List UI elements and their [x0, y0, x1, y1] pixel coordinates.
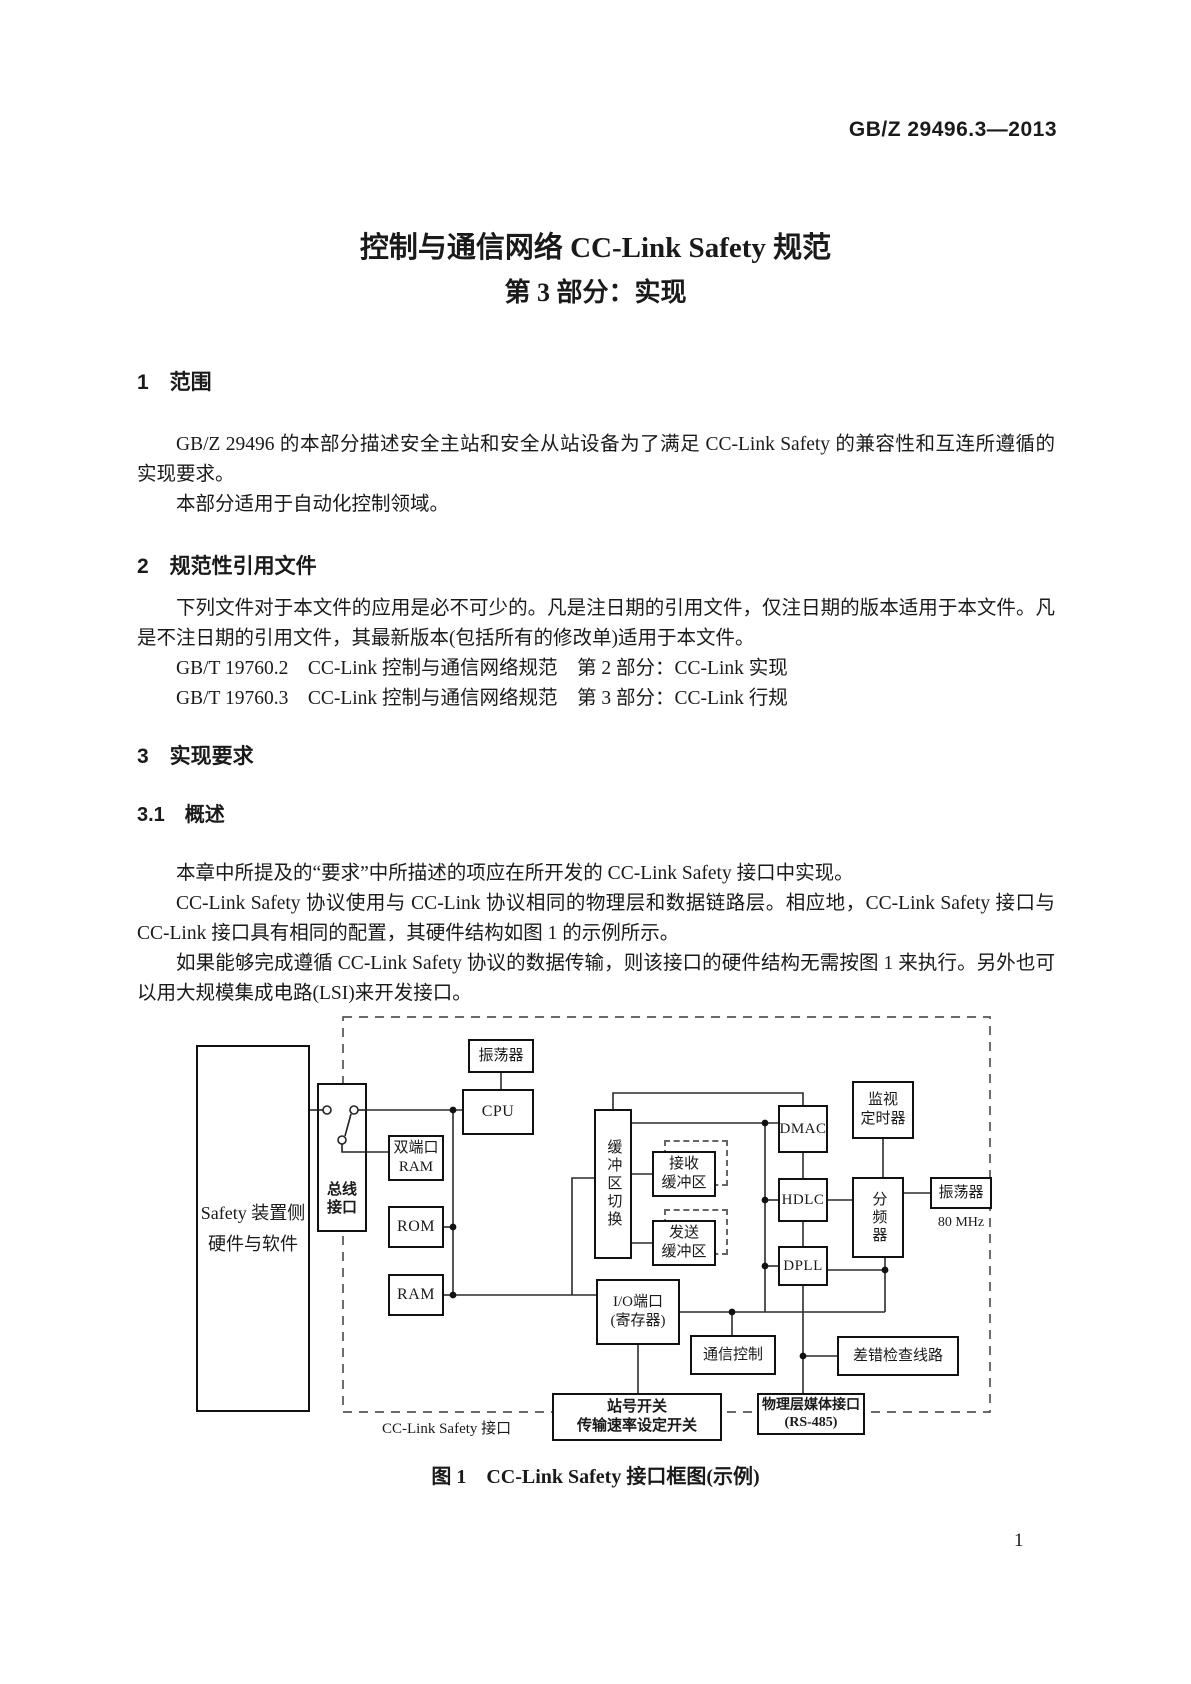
box-dpll: DPLL	[778, 1246, 828, 1286]
section-1-body: GB/Z 29496 的本部分描述安全主站和安全从站设备为了满足 CC-Link…	[137, 430, 1055, 520]
buffer-switch-label: 缓冲区切换	[605, 1139, 622, 1229]
box-freq-divider: 分频器	[852, 1177, 904, 1258]
section-3-body: 本章中所提及的“要求”中所描述的项应在所开发的 CC-Link Safety 接…	[137, 859, 1055, 1009]
box-oscillator-top: 振荡器	[468, 1039, 534, 1073]
oscillator-frequency-label: 80 MHz	[937, 1215, 985, 1230]
box-bus-interface: 总线 接口	[317, 1083, 367, 1232]
box-dmac: DMAC	[778, 1105, 828, 1153]
section-1-heading: 1 范围	[137, 371, 212, 394]
reference-item: GB/T 19760.3 CC-Link 控制与通信网络规范 第 3 部分：CC…	[176, 688, 788, 709]
paragraph: 本章中所提及的“要求”中所描述的项应在所开发的 CC-Link Safety 接…	[176, 863, 854, 884]
junction-dots	[449, 1106, 889, 1360]
box-oscillator-right: 振荡器	[930, 1177, 992, 1209]
figure-block-diagram: Safety 装置侧 硬件与软件 总线 接口 双端口 RAM ROM RAM 振…	[170, 1005, 1000, 1450]
paragraph: 本部分适用于自动化控制领域。	[176, 494, 450, 515]
box-cpu: CPU	[462, 1089, 534, 1135]
interface-boundary-label: CC-Link Safety 接口	[382, 1421, 512, 1437]
paragraph: GB/Z 29496 的本部分描述安全主站和安全从站设备为了满足 CC-Link…	[137, 434, 1055, 485]
box-tx-buffer: 发送 缓冲区	[652, 1220, 716, 1266]
box-io-port: I/O端口 (寄存器)	[596, 1279, 680, 1345]
doc-code: GB/Z 29496.3—2013	[848, 118, 1057, 141]
box-rx-buffer: 接收 缓冲区	[652, 1151, 716, 1197]
document-title: 控制与通信网络 CC-Link Safety 规范	[359, 232, 832, 264]
section-3-1-heading: 3.1 概述	[137, 804, 225, 826]
box-buffer-switch: 缓冲区切换	[594, 1109, 632, 1259]
box-ram: RAM	[388, 1274, 444, 1316]
reference-item: GB/T 19760.2 CC-Link 控制与通信网络规范 第 2 部分：CC…	[176, 658, 788, 679]
box-watchdog-timer: 监视 定时器	[852, 1081, 914, 1139]
paragraph: CC-Link Safety 协议使用与 CC-Link 协议相同的物理层和数据…	[137, 893, 1055, 944]
box-phy-interface: 物理层媒体接口 (RS-485)	[757, 1393, 865, 1435]
paragraph: 下列文件对于本文件的应用是必不可少的。凡是注日期的引用文件，仅注日期的版本适用于…	[137, 598, 1055, 649]
section-2-body: 下列文件对于本文件的应用是必不可少的。凡是注日期的引用文件，仅注日期的版本适用于…	[137, 594, 1055, 714]
box-hdlc: HDLC	[778, 1178, 828, 1222]
box-rom: ROM	[388, 1206, 444, 1248]
box-station-switch: 站号开关 传输速率设定开关	[552, 1393, 722, 1441]
box-safety-device-side: Safety 装置侧 硬件与软件	[196, 1045, 310, 1412]
section-3-heading: 3 实现要求	[137, 745, 254, 768]
document-subtitle: 第 3 部分：实现	[504, 278, 687, 307]
freq-divider-label: 分频器	[870, 1190, 887, 1245]
figure-caption: 图 1 CC-Link Safety 接口框图(示例)	[431, 1466, 760, 1488]
box-error-check: 差错检查线路	[837, 1336, 959, 1376]
box-dual-port-ram: 双端口 RAM	[388, 1135, 444, 1181]
section-2-heading: 2 规范性引用文件	[137, 555, 317, 578]
paragraph: 如果能够完成遵循 CC-Link Safety 协议的数据传输，则该接口的硬件结…	[137, 953, 1055, 1004]
box-comm-control: 通信控制	[690, 1335, 776, 1375]
page-number: 1	[1014, 1530, 1024, 1551]
